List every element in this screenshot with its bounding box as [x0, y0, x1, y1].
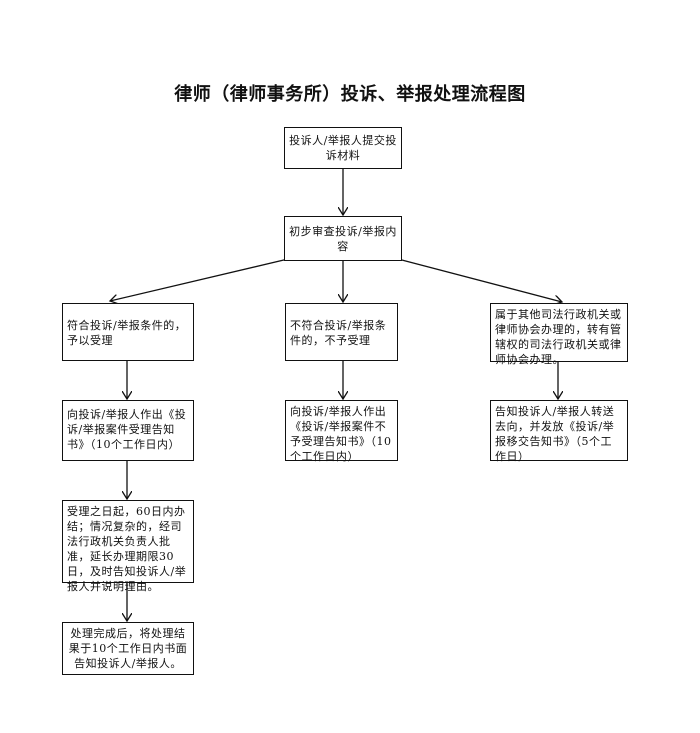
node-transfer-notice: 告知投诉人/举报人转送去向，并发放《投诉/举报移交告知书》（5个工作日）	[490, 400, 628, 463]
arrow-review-accept	[110, 258, 289, 301]
node-reject: 不符合投诉/举报条件的，不予受理	[285, 303, 398, 361]
arrow-review-transfer	[397, 258, 562, 302]
node-submit: 投诉人/举报人提交投诉材料	[284, 127, 402, 169]
node-reject-notice: 向投诉/举报人作出《投诉/举报案件不予受理告知书》（10个工作日内）	[285, 400, 398, 463]
node-accept-process: 受理之日起，60日内办结；情况复杂的，经司法行政机关负责人批准，延长办理期限30…	[62, 500, 194, 593]
node-review: 初步审查投诉/举报内容	[284, 216, 402, 261]
node-transfer: 属于其他司法行政机关或律师协会办理的，转有管辖权的司法行政机关或律师协会办理。	[490, 303, 628, 366]
node-accept-notice: 向投诉/举报人作出《投诉/举报案件受理告知书》（10个工作日内）	[62, 400, 194, 461]
node-accept-result: 处理完成后，将处理结果于10个工作日内书面告知投诉人/举报人。	[62, 622, 194, 675]
page-title: 律师（律师事务所）投诉、举报处理流程图	[174, 84, 526, 105]
node-accept: 符合投诉/举报条件的，予以受理	[62, 303, 194, 361]
